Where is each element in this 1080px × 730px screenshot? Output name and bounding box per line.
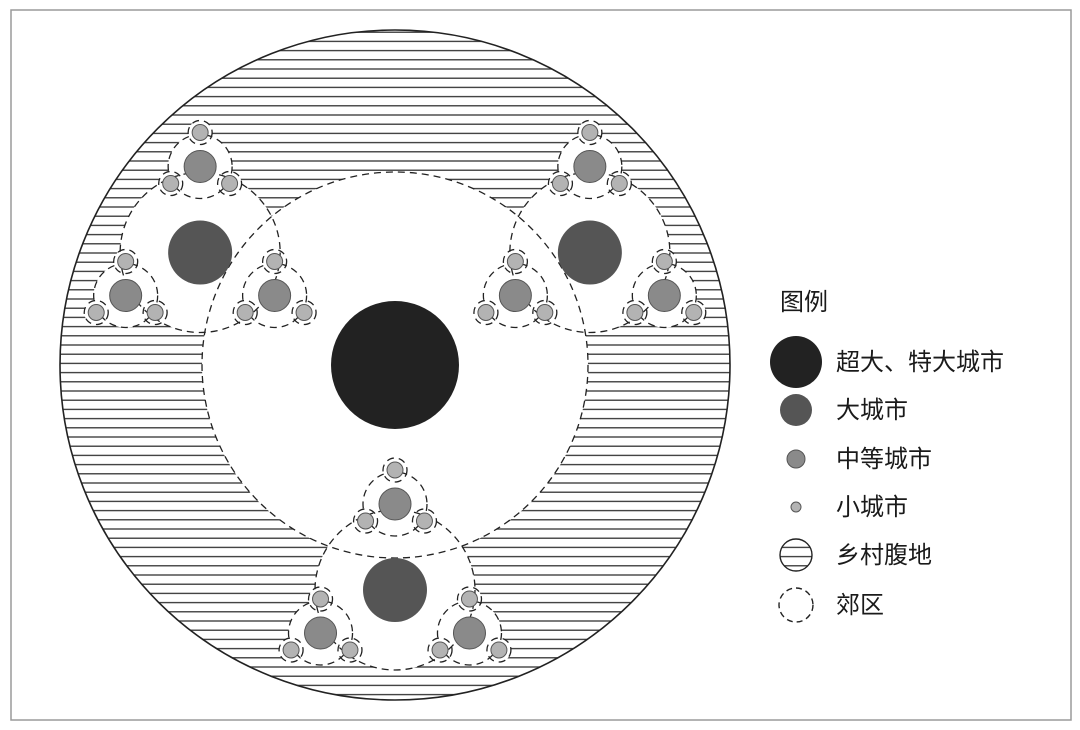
frame-border [10,9,1072,721]
small-city [626,304,644,321]
small-city [536,304,554,321]
city-layer [87,124,703,659]
suburb-ring-small-city [337,637,363,663]
suburb-ring-small-city [278,637,304,663]
small-city [581,124,599,141]
suburb-ring-small-city [307,586,334,612]
suburb-ring-small-city [486,637,512,663]
suburb-ring-small-city [473,299,499,326]
legend-medium-city-symbol [786,449,806,469]
suburb-ring-small-city [411,508,438,534]
small-city [221,175,239,192]
large-city [168,220,233,285]
small-city [431,641,449,659]
suburb-ring-small-city [216,170,243,197]
medium-city [258,279,292,312]
suburb-ring-small-city [142,299,168,326]
legend-suburb-label: 郊区 [836,591,884,619]
small-city [460,590,478,608]
small-city [117,253,135,270]
small-city [551,175,569,192]
small-city [415,512,433,530]
small-city [685,304,703,321]
small-city [386,461,404,479]
medium-city [183,150,217,183]
suburb-ring-small-city [456,586,483,612]
small-city [191,124,209,141]
mega-city [331,301,459,429]
suburb-ring-small-city [502,248,529,275]
suburb-ring-small-city [382,457,408,483]
small-city [477,304,495,321]
small-city [490,641,508,659]
suburb-ring-small-city [291,299,317,326]
suburb-ring-small-city [232,299,258,326]
small-city [87,304,105,321]
small-city [162,175,180,192]
suburb-ring-small-city [352,508,379,534]
legend-title: 图例 [780,288,828,316]
legend-large-city-label: 大城市 [836,396,908,424]
legend-rural-hinterland-symbol [779,538,813,572]
medium-city [109,279,143,312]
suburb-ring-small-city [532,299,558,326]
small-city [295,304,313,321]
medium-city [378,487,412,521]
medium-city [452,616,486,650]
small-city [236,304,254,321]
suburb-ring-small-city [547,170,574,197]
medium-city [498,279,532,312]
suburb-ring-small-city [651,248,677,275]
legend-suburb-symbol [778,587,814,623]
medium-city [304,616,338,650]
legend-medium-city-label: 中等城市 [836,445,932,473]
legend: 图例 超大、特大城市 大城市 中等城市 小城市 乡村腹地 郊区 [770,288,1004,623]
small-city [357,512,375,530]
medium-city [647,279,681,312]
suburb-ring-small-city [113,248,139,275]
legend-large-city-symbol [780,394,812,426]
suburb-ring-small-city [606,170,632,197]
small-city [266,253,284,270]
large-city [557,220,622,285]
suburb-ring-small-city [83,299,109,326]
suburb-ring-small-city [622,299,648,326]
medium-city [573,150,607,183]
legend-mega-city-label: 超大、特大城市 [836,348,1004,376]
small-city [341,641,359,659]
small-city [146,304,164,321]
suburb-ring-small-city [187,119,213,146]
small-city [655,253,673,270]
suburb-ring-small-city [681,299,707,326]
legend-mega-city-symbol [770,336,822,388]
suburb-ring-small-city [577,119,603,146]
legend-rural-hinterland-label: 乡村腹地 [836,541,932,569]
large-city [363,558,427,622]
legend-small-city-label: 小城市 [836,493,908,521]
suburb-ring-small-city [158,170,184,197]
suburb-ring-small-city [427,637,453,663]
legend-small-city-symbol [790,501,802,513]
small-city [506,253,524,270]
small-city [610,175,628,192]
small-city [282,641,300,659]
small-city [312,590,330,608]
suburb-ring-small-city [261,248,288,275]
